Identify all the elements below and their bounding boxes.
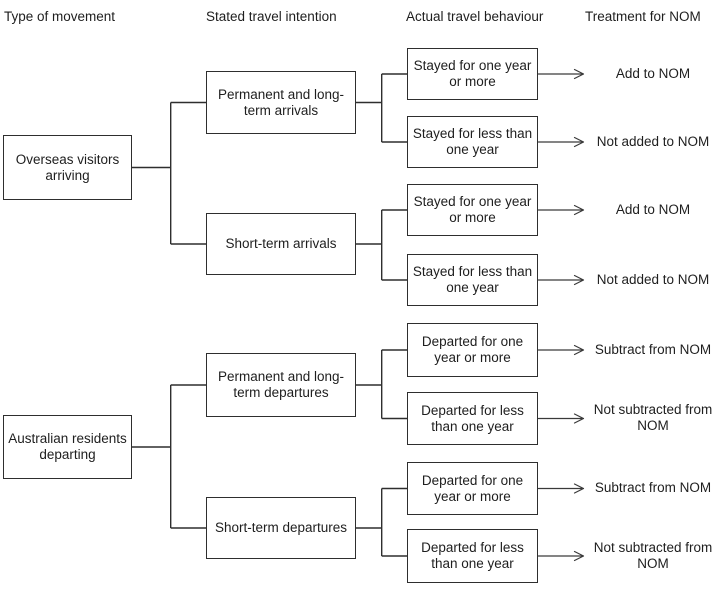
node-australian-residents-departing: Australian residents departing (3, 415, 132, 479)
label-treatment-not-added-to-nom-1: Not added to NOM (596, 134, 710, 149)
column-header-type-of-movement: Type of movement (4, 9, 116, 24)
arrow-icon (537, 483, 585, 494)
label-treatment-not-subtracted-from-nom-2: Not subtracted from NOM (593, 540, 713, 571)
node-departed-less-than-one-year-1: Departed for less than one year (407, 392, 538, 445)
node-stayed-one-year-or-more-2: Stayed for one year or more (407, 184, 538, 236)
connector-pl-arrivals-branch (356, 73, 407, 143)
label-treatment-not-subtracted-from-nom-1: Not subtracted from NOM (593, 402, 713, 433)
arrow-icon (537, 274, 585, 286)
connector-overseas-branch (132, 101, 206, 245)
label-treatment-add-to-nom-2: Add to NOM (615, 202, 691, 217)
node-departed-less-than-one-year-2: Departed for less than one year (407, 529, 538, 583)
node-stayed-less-than-one-year-1: Stayed for less than one year (407, 116, 538, 168)
node-stayed-less-than-one-year-2: Stayed for less than one year (407, 254, 538, 306)
column-header-stated-travel-intention: Stated travel intention (206, 9, 337, 24)
column-header-treatment-for-nom: Treatment for NOM (585, 9, 701, 24)
node-overseas-visitors-arriving: Overseas visitors arriving (3, 135, 132, 200)
label-treatment-subtract-from-nom-1: Subtract from NOM (594, 342, 712, 357)
arrow-icon (537, 204, 585, 216)
connector-st-arrivals-branch (356, 209, 407, 281)
node-permanent-longterm-departures: Permanent and long-term departures (206, 353, 356, 417)
arrow-icon (537, 413, 585, 424)
label-treatment-add-to-nom-1: Add to NOM (615, 66, 691, 81)
node-short-term-departures: Short-term departures (206, 497, 356, 559)
arrow-icon (537, 344, 585, 356)
arrow-icon (537, 136, 585, 148)
node-stayed-one-year-or-more-1: Stayed for one year or more (407, 48, 538, 100)
label-treatment-not-added-to-nom-2: Not added to NOM (596, 272, 710, 287)
arrow-icon (537, 550, 585, 562)
label-treatment-subtract-from-nom-2: Subtract from NOM (594, 480, 712, 495)
connector-residents-branch (132, 384, 206, 529)
node-permanent-longterm-arrivals: Permanent and long-term arrivals (206, 71, 356, 134)
arrow-icon (537, 68, 585, 80)
column-header-actual-travel-behaviour: Actual travel behaviour (406, 9, 544, 24)
connector-pl-departures-branch (356, 349, 407, 420)
node-departed-one-year-or-more-1: Departed for one year or more (407, 323, 538, 377)
node-departed-one-year-or-more-2: Departed for one year or more (407, 462, 538, 515)
node-short-term-arrivals: Short-term arrivals (206, 213, 356, 275)
connector-st-departures-branch (356, 487, 407, 557)
